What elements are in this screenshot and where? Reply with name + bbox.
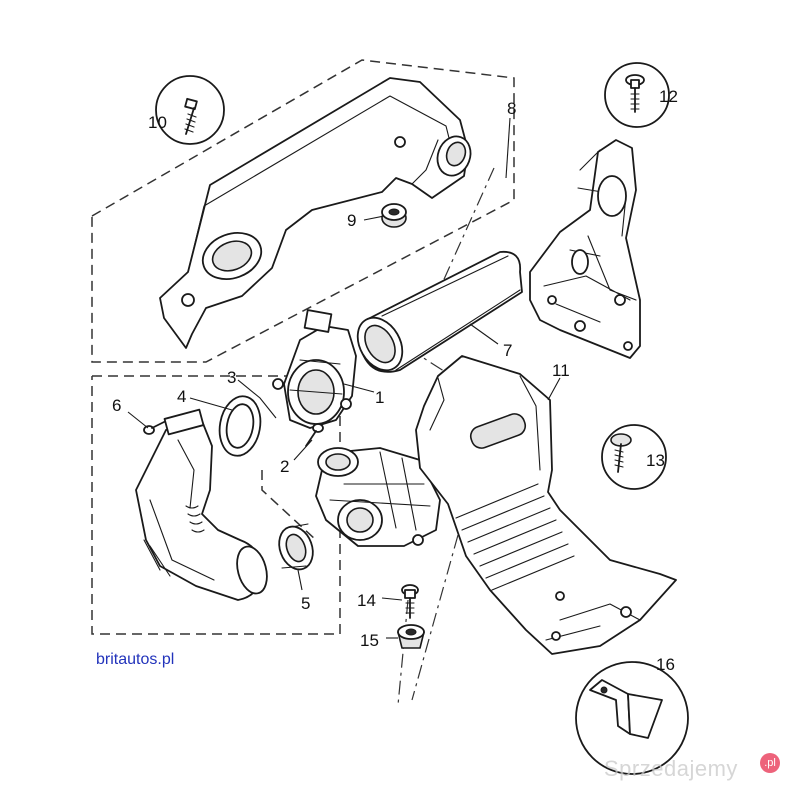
callout-11: 11 <box>552 361 570 380</box>
assembly-outline-lower <box>91 375 341 635</box>
brand-link[interactable]: britautos.pl <box>96 651 175 668</box>
screw-part-2 <box>305 423 324 447</box>
grommet-part-9 <box>381 203 407 228</box>
callout-9: 9 <box>347 211 356 230</box>
watermark-badge: .pl <box>760 753 780 773</box>
valve-housing-part-1 <box>272 309 357 429</box>
callout-16: 16 <box>656 655 675 674</box>
callout-3: 3 <box>227 368 236 387</box>
leader-lines <box>127 117 561 639</box>
callout-7: 7 <box>503 341 512 360</box>
seal-ring-part-4 <box>218 395 262 457</box>
callout-4: 4 <box>177 387 186 406</box>
turbocharger <box>315 447 441 547</box>
coupling-part-5 <box>278 523 314 571</box>
callout-numbers: 1 2 3 4 5 6 7 8 9 10 11 12 13 14 15 16 <box>112 87 678 674</box>
callout-13: 13 <box>646 451 665 470</box>
callout-8: 8 <box>507 99 516 118</box>
callout-1: 1 <box>375 388 384 407</box>
callout-6: 6 <box>112 396 121 415</box>
callout-2: 2 <box>280 457 289 476</box>
callout-14: 14 <box>357 591 376 610</box>
screw-part-13 <box>601 424 667 490</box>
intake-elbow-part-3 <box>135 408 268 601</box>
callout-15: 15 <box>360 631 379 650</box>
callout-5: 5 <box>301 594 310 613</box>
engine-block <box>529 139 641 359</box>
bolt-part-6 <box>143 421 165 435</box>
intake-cover-part-8 <box>159 77 472 349</box>
assembly-outline-upper <box>91 59 515 363</box>
bracket-part-16 <box>575 661 689 775</box>
callout-12: 12 <box>659 87 678 106</box>
intake-duct-part-11 <box>415 355 677 655</box>
bolt-part-10 <box>155 75 225 145</box>
watermark-text: Sprzedajemy <box>604 756 738 781</box>
callout-10: 10 <box>148 113 167 132</box>
bolt-part-12 <box>604 62 670 128</box>
hose-part-7 <box>356 250 523 373</box>
nut-part-15 <box>397 624 425 649</box>
bolt-part-14 <box>401 584 419 619</box>
